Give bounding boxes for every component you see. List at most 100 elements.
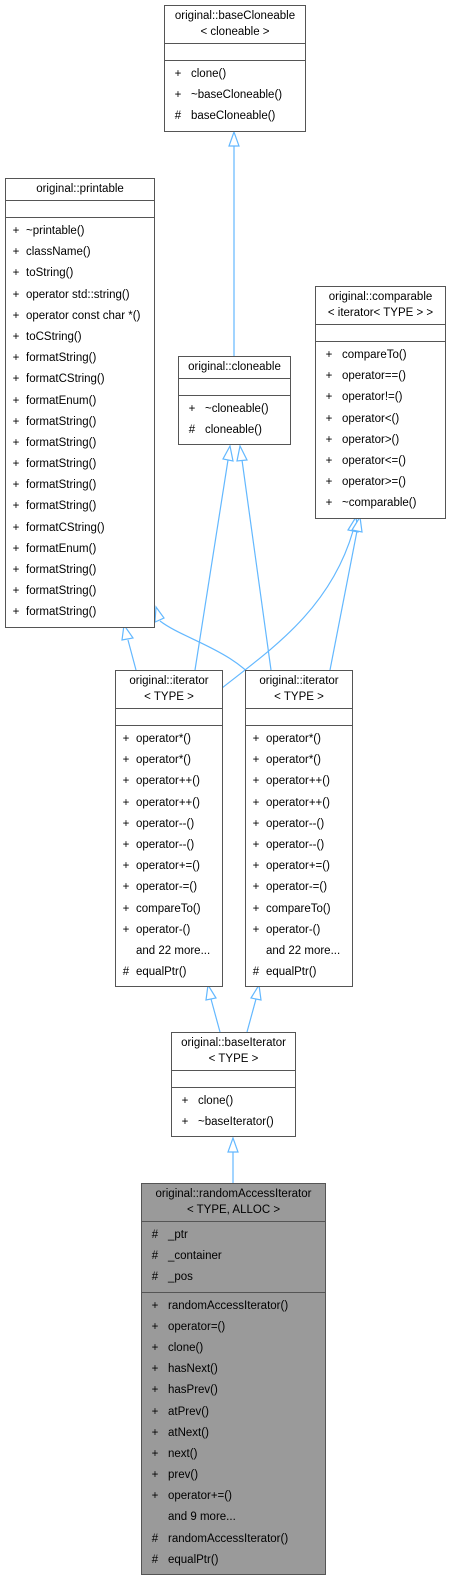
member-row[interactable]: +~printable() <box>6 221 154 242</box>
more-members-label[interactable]: and 9 more... <box>168 1511 236 1524</box>
member-row[interactable]: +operator--() <box>116 814 222 835</box>
member-row[interactable]: +operator!=() <box>316 387 445 408</box>
member-name: ~cloneable() <box>205 403 269 415</box>
member-row[interactable]: +operator std::string() <box>6 285 154 306</box>
member-row[interactable]: +hasPrev() <box>142 1380 325 1401</box>
member-row[interactable]: +operator=() <box>142 1317 325 1338</box>
member-row[interactable]: +operator+=() <box>246 856 352 877</box>
member-row[interactable]: +formatCString() <box>6 369 154 390</box>
member-row[interactable]: +formatString() <box>6 581 154 602</box>
member-row[interactable]: +operator<=() <box>316 451 445 472</box>
class-title: original::cloneable <box>179 357 290 379</box>
visibility-marker: # <box>151 1271 159 1284</box>
member-row[interactable]: +formatString() <box>6 348 154 369</box>
class-iterator-a[interactable]: original::iterator< TYPE >+operator*()+o… <box>115 670 223 988</box>
class-printable[interactable]: original::printable+~printable()+classNa… <box>5 178 155 628</box>
member-row[interactable]: +prev() <box>142 1465 325 1486</box>
member-row[interactable]: +operator-=() <box>116 877 222 898</box>
member-row[interactable]: +formatString() <box>6 412 154 433</box>
member-row[interactable]: +operator+=() <box>116 856 222 877</box>
member-row[interactable]: +compareTo() <box>316 345 445 366</box>
member-row[interactable]: +clone() <box>165 64 305 85</box>
member-name: operator!=() <box>342 391 403 404</box>
member-row[interactable]: +~baseIterator() <box>172 1112 295 1133</box>
member-row[interactable]: +operator++() <box>116 771 222 792</box>
member-row[interactable]: +operator==() <box>316 366 445 387</box>
class-cloneable[interactable]: original::cloneable+~cloneable()#cloneab… <box>178 356 291 446</box>
member-row[interactable]: +atNext() <box>142 1423 325 1444</box>
member-row[interactable]: +clone() <box>142 1338 325 1359</box>
member-row[interactable]: +className() <box>6 242 154 263</box>
member-row[interactable]: #_container <box>142 1246 325 1267</box>
member-row[interactable]: +compareTo() <box>246 899 352 920</box>
member-row[interactable]: #cloneable() <box>179 420 290 441</box>
class-iterator-b[interactable]: original::iterator< TYPE >+operator*()+o… <box>245 670 353 988</box>
class-randomAccessIterator[interactable]: original::randomAccessIterator< TYPE, AL… <box>141 1183 326 1575</box>
member-row[interactable]: +formatString() <box>6 475 154 496</box>
member-row[interactable]: +operator>() <box>316 430 445 451</box>
member-row[interactable]: +operator--() <box>246 814 352 835</box>
member-row[interactable]: +operator--() <box>246 835 352 856</box>
member-row[interactable]: +~baseCloneable() <box>165 85 305 106</box>
member-row[interactable]: #baseCloneable() <box>165 106 305 127</box>
member-row[interactable]: #randomAccessIterator() <box>142 1529 325 1550</box>
member-row[interactable]: +formatString() <box>6 602 154 623</box>
member-row[interactable]: +operator+=() <box>142 1486 325 1507</box>
member-row[interactable]: +formatString() <box>6 560 154 581</box>
member-row[interactable]: +operator++() <box>246 771 352 792</box>
more-members-label[interactable]: and 22 more... <box>266 944 341 957</box>
member-row[interactable]: +operator-() <box>116 920 222 941</box>
member-row[interactable]: #equalPtr() <box>116 962 222 983</box>
methods-section: +clone()+~baseIterator() <box>172 1088 295 1136</box>
class-baseCloneable[interactable]: original::baseCloneable< cloneable >+clo… <box>164 5 306 132</box>
member-name: ~comparable() <box>342 497 417 510</box>
member-row[interactable]: +~comparable() <box>316 493 445 514</box>
member-row[interactable]: +operator++() <box>116 793 222 814</box>
member-row[interactable]: +hasNext() <box>142 1359 325 1380</box>
member-row[interactable]: +randomAccessIterator() <box>142 1296 325 1317</box>
member-row[interactable]: +operator*() <box>116 750 222 771</box>
member-row[interactable]: +formatString() <box>6 433 154 454</box>
member-row[interactable]: +toCString() <box>6 327 154 348</box>
member-row[interactable]: +formatString() <box>6 496 154 517</box>
more-members-label[interactable]: and 22 more... <box>136 944 211 957</box>
member-row[interactable]: #equalPtr() <box>246 962 352 983</box>
class-baseIterator[interactable]: original::baseIterator< TYPE >+clone()+~… <box>171 1032 296 1138</box>
member-row[interactable]: +atPrev() <box>142 1402 325 1423</box>
member-name: hasPrev() <box>168 1384 218 1397</box>
member-row[interactable]: +operator*() <box>246 750 352 771</box>
member-row[interactable]: +operator const char *() <box>6 306 154 327</box>
visibility-marker: + <box>122 838 130 851</box>
member-row[interactable]: +operator*() <box>246 729 352 750</box>
member-name: operator=() <box>168 1320 226 1333</box>
class-title-line: < cloneable > <box>200 26 270 38</box>
member-row[interactable]: +formatString() <box>6 454 154 475</box>
visibility-marker: + <box>12 564 20 576</box>
member-row[interactable]: #_ptr <box>142 1225 325 1246</box>
member-row[interactable]: +operator<() <box>316 409 445 430</box>
class-comparable[interactable]: original::comparable< iterator< TYPE > >… <box>315 286 446 519</box>
member-row[interactable]: #equalPtr() <box>142 1550 325 1571</box>
member-row[interactable]: +next() <box>142 1444 325 1465</box>
member-name: toCString() <box>26 330 82 343</box>
class-title-line: original::baseIterator <box>181 1037 286 1049</box>
member-row[interactable]: +formatEnum() <box>6 539 154 560</box>
member-row[interactable]: #_pos <box>142 1267 325 1288</box>
visibility-marker: + <box>12 309 20 322</box>
member-row[interactable]: +operator*() <box>116 729 222 750</box>
member-row[interactable]: +operator--() <box>116 835 222 856</box>
member-row[interactable]: +compareTo() <box>116 899 222 920</box>
member-name: clone() <box>191 68 227 80</box>
class-title-line: < TYPE > <box>144 691 194 703</box>
member-row[interactable]: +formatCString() <box>6 518 154 539</box>
member-row[interactable]: +formatEnum() <box>6 391 154 412</box>
member-row[interactable]: +operator-=() <box>246 877 352 898</box>
edge-iteratorB-comparable <box>329 530 358 671</box>
member-row[interactable]: +~cloneable() <box>179 399 290 420</box>
member-row[interactable]: +operator++() <box>246 793 352 814</box>
member-row[interactable]: +toString() <box>6 263 154 284</box>
member-row[interactable]: +clone() <box>172 1091 295 1112</box>
member-row[interactable]: +operator-() <box>246 920 352 941</box>
member-row[interactable]: +operator>=() <box>316 472 445 493</box>
member-name: operator>() <box>342 433 400 446</box>
